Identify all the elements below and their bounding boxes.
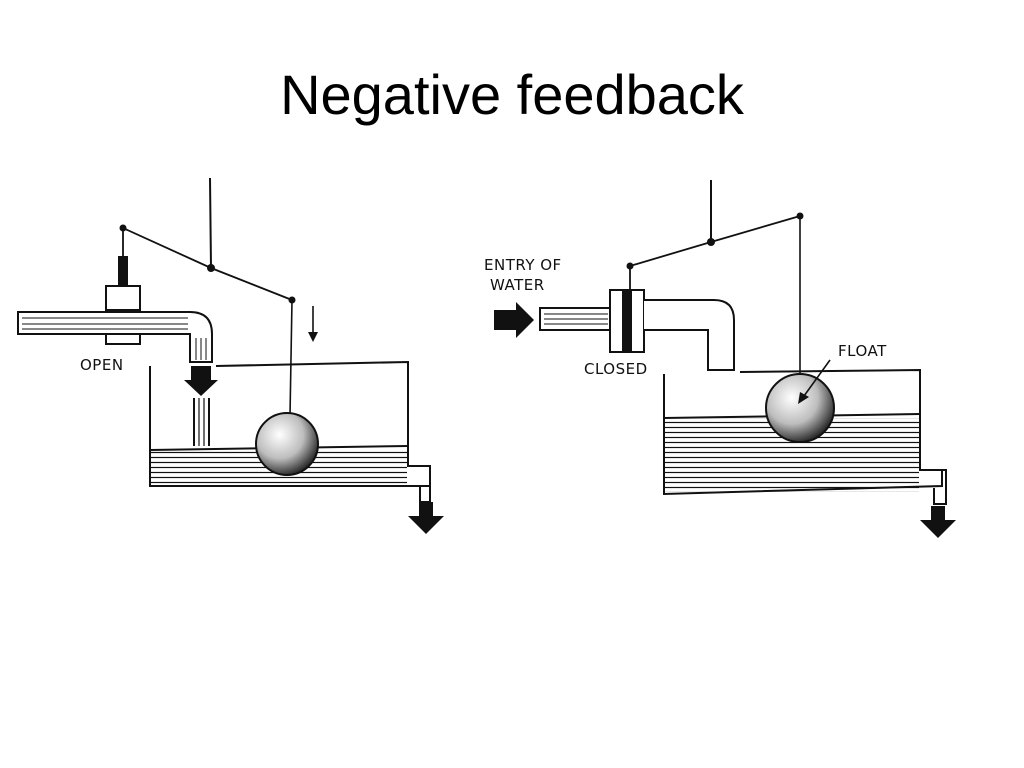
right-valve-outlet-pipe — [644, 299, 735, 371]
left-lever-pivot — [207, 264, 215, 272]
left-valve-body — [105, 285, 141, 311]
left-float-ball — [255, 412, 319, 476]
slide-title: Negative feedback — [280, 63, 744, 126]
right-valve-label: CLOSED — [584, 360, 648, 378]
left-system: OPEN — [17, 177, 444, 534]
right-inlet-label-line2: WATER — [490, 276, 545, 294]
right-inlet-label-line1: ENTRY OF — [484, 256, 562, 274]
left-outflow-arrow — [408, 502, 444, 534]
left-outlet-pipe — [408, 465, 431, 503]
right-entry-arrow — [494, 302, 534, 338]
left-valve-stem — [118, 256, 128, 312]
right-lever-pivot — [707, 238, 715, 246]
left-lever-arm — [122, 227, 293, 301]
left-valve-label: OPEN — [80, 356, 124, 374]
right-outflow-arrow — [920, 506, 956, 538]
right-valve-stem — [622, 290, 632, 352]
right-float-pointer — [803, 359, 831, 397]
right-outlet-pipe — [920, 469, 947, 505]
right-lever-arm — [629, 215, 801, 267]
right-system: ENTRY OF WATER CLOSED FLOAT — [484, 180, 956, 538]
left-inflow-arrow — [184, 366, 218, 396]
right-float-ball — [765, 373, 835, 443]
right-float-label: FLOAT — [838, 342, 887, 360]
left-float-rod — [289, 299, 293, 417]
left-support-rod — [209, 177, 212, 269]
